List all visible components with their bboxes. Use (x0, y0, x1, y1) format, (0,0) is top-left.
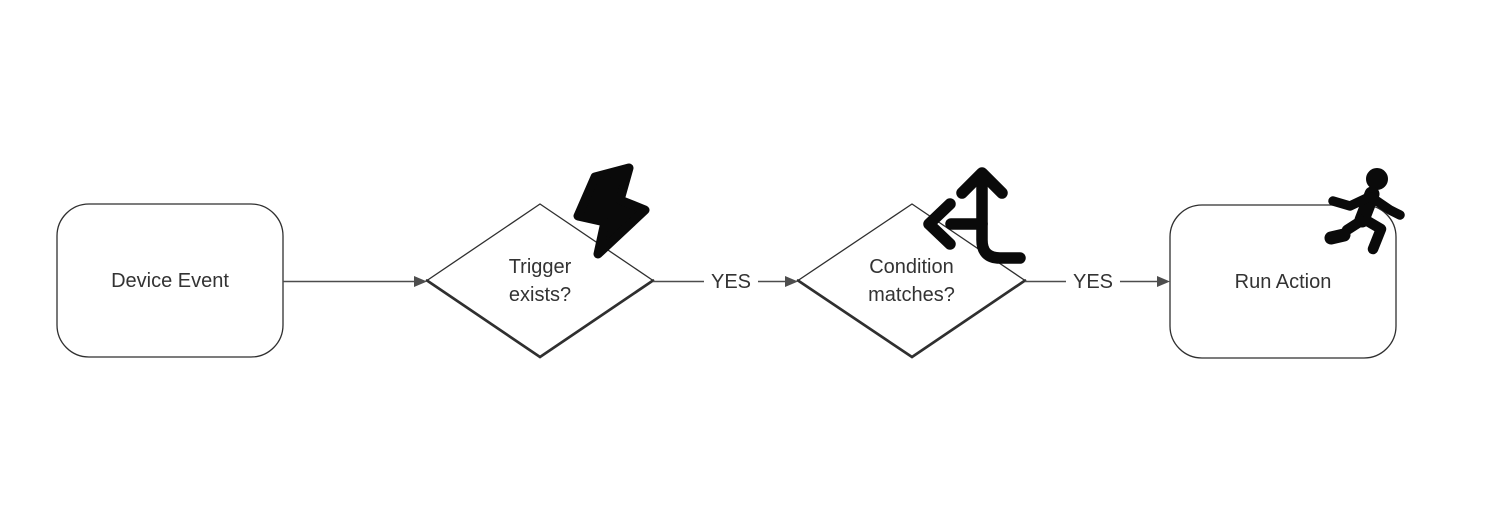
edge-device-event-arrowhead-icon (414, 276, 427, 287)
person-running-icon (1324, 168, 1405, 255)
edge-trigger-arrowhead-icon (785, 276, 798, 287)
node-condition-matches-shadow-edge (796, 279, 1027, 359)
node-run-action-shape (1169, 204, 1397, 359)
node-trigger-exists-shadow-edge (425, 279, 655, 359)
node-condition-matches-shape (796, 203, 1027, 358)
lightning-bolt-icon (573, 163, 650, 259)
split-arrows-icon (923, 167, 1026, 264)
edge-condition-arrowhead-icon (1157, 276, 1170, 287)
node-device-event-shape (56, 203, 284, 358)
